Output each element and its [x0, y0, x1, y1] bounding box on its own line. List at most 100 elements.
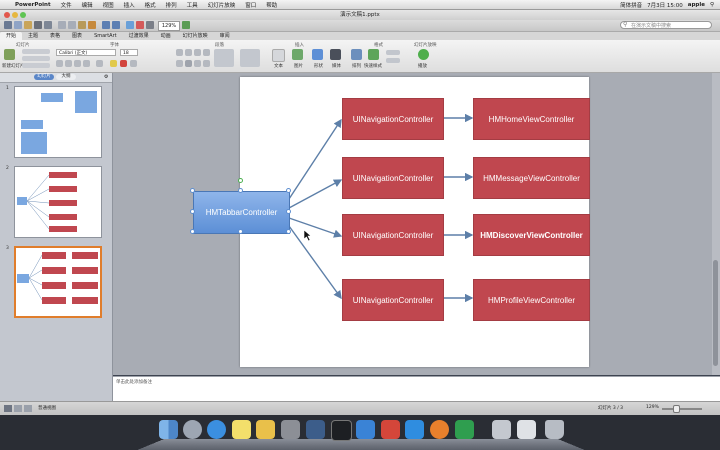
app-store-icon[interactable]: [405, 420, 424, 439]
finder-icon[interactable]: [159, 420, 178, 439]
quick-styles-icon[interactable]: [368, 49, 379, 60]
font-color-icon[interactable]: [120, 60, 127, 67]
section-button[interactable]: [22, 63, 50, 68]
format-painter-icon[interactable]: [88, 21, 96, 29]
menu-arrange[interactable]: 排列: [165, 2, 177, 9]
quicktime-icon[interactable]: [306, 420, 325, 439]
nav-controller-box-2[interactable]: UINavigationController: [342, 157, 444, 199]
cut-icon[interactable]: [58, 21, 66, 29]
reset-button[interactable]: [22, 56, 50, 61]
slideshow-view-icon[interactable]: [24, 405, 32, 412]
zoom-field[interactable]: 129%: [158, 21, 180, 31]
redo-icon[interactable]: [112, 21, 120, 29]
resize-handle[interactable]: [238, 229, 243, 234]
slide-sorter-icon[interactable]: [14, 405, 22, 412]
media-browser-icon[interactable]: [126, 21, 134, 29]
resize-handle[interactable]: [286, 229, 291, 234]
slide-thumbnail-3-selected[interactable]: [14, 246, 102, 318]
rotate-handle[interactable]: [238, 178, 243, 183]
numbering-button[interactable]: [185, 49, 192, 56]
tab-home[interactable]: 开始: [0, 32, 23, 40]
resize-handle[interactable]: [238, 188, 243, 193]
notes-app-icon[interactable]: [256, 420, 275, 439]
text-button[interactable]: 文本: [274, 64, 283, 69]
downloads-stack-icon[interactable]: [492, 420, 511, 439]
tab-slides[interactable]: 幻灯片: [34, 74, 54, 80]
scrollbar-thumb[interactable]: [713, 260, 718, 366]
close-window-icon[interactable]: [4, 12, 10, 18]
xcode-icon[interactable]: [356, 420, 375, 439]
align-center-button[interactable]: [185, 60, 192, 67]
new-slide-icon[interactable]: [4, 49, 15, 60]
menu-window[interactable]: 窗口: [245, 2, 257, 9]
print-icon[interactable]: [44, 21, 52, 29]
layout-button[interactable]: [22, 49, 50, 54]
strikethrough-button[interactable]: [96, 60, 103, 67]
tab-tables[interactable]: 表格: [50, 33, 61, 39]
copy-icon[interactable]: [68, 21, 76, 29]
gallery-icon[interactable]: [146, 21, 154, 29]
vertical-scrollbar[interactable]: [712, 73, 720, 375]
message-controller-box[interactable]: HMMessageViewController: [473, 157, 590, 199]
media-button[interactable]: 媒体: [332, 64, 341, 69]
menu-tools[interactable]: 工具: [186, 2, 198, 9]
text-direction-button[interactable]: [240, 49, 260, 67]
font-name-field[interactable]: Calibri (正文): [56, 49, 116, 56]
slide-thumbnail-2[interactable]: [14, 166, 102, 238]
input-method[interactable]: 简体拼音: [620, 2, 643, 9]
toolbox-icon[interactable]: [136, 21, 144, 29]
nav-controller-box-1[interactable]: UINavigationController: [342, 98, 444, 140]
new-icon[interactable]: [4, 21, 12, 29]
normal-view-icon[interactable]: [4, 405, 12, 412]
clock[interactable]: 7月3日 15:00: [647, 2, 683, 9]
discover-controller-box[interactable]: HMDiscoverViewController: [473, 214, 590, 256]
nav-controller-box-4[interactable]: UINavigationController: [342, 279, 444, 321]
save-icon[interactable]: [34, 21, 42, 29]
system-preferences-icon[interactable]: [281, 420, 300, 439]
excel-icon[interactable]: [455, 420, 474, 439]
picture-button[interactable]: 图片: [294, 64, 303, 69]
shape-fill-button[interactable]: [386, 50, 400, 55]
columns-button[interactable]: [214, 49, 234, 67]
align-left-button[interactable]: [176, 60, 183, 67]
app-menu[interactable]: PowerPoint: [15, 1, 51, 8]
shadow-button[interactable]: [83, 60, 90, 67]
align-right-button[interactable]: [194, 60, 201, 67]
arrange-icon[interactable]: [351, 49, 362, 60]
play-icon[interactable]: [418, 49, 429, 60]
bullets-button[interactable]: [176, 49, 183, 56]
zoom-slider-thumb[interactable]: [673, 405, 680, 413]
powerpoint-icon[interactable]: [381, 420, 400, 439]
paste-icon[interactable]: [78, 21, 86, 29]
menu-format[interactable]: 格式: [144, 2, 156, 9]
slide-thumbnail-1[interactable]: [14, 86, 102, 158]
shape-icon[interactable]: [312, 49, 323, 60]
tab-themes[interactable]: 主题: [28, 33, 39, 39]
menu-edit[interactable]: 编辑: [81, 2, 93, 9]
clear-format-button[interactable]: [130, 60, 137, 67]
user-menu[interactable]: apple: [687, 1, 705, 8]
tab-charts[interactable]: 图表: [72, 33, 83, 39]
increase-indent-button[interactable]: [203, 49, 210, 56]
decrease-indent-button[interactable]: [194, 49, 201, 56]
tab-smartart[interactable]: SmartArt: [94, 33, 117, 39]
resize-handle[interactable]: [286, 188, 291, 193]
firefox-icon[interactable]: [430, 420, 449, 439]
resize-handle[interactable]: [190, 229, 195, 234]
undo-icon[interactable]: [102, 21, 110, 29]
bold-button[interactable]: [56, 60, 63, 67]
justify-button[interactable]: [203, 60, 210, 67]
menu-file[interactable]: 文件: [60, 2, 72, 9]
terminal-icon[interactable]: [331, 420, 352, 441]
navigator-options-icon[interactable]: ⚙: [104, 74, 109, 80]
home-controller-box[interactable]: HMHomeViewController: [473, 98, 590, 140]
italic-button[interactable]: [65, 60, 72, 67]
stickies-icon[interactable]: [232, 420, 251, 439]
notes-pane[interactable]: 单击此处添加备注: [113, 376, 720, 401]
picture-icon[interactable]: [292, 49, 303, 60]
shape-button[interactable]: 形状: [314, 64, 323, 69]
zoom-window-icon[interactable]: [20, 12, 26, 18]
trash-icon[interactable]: [545, 420, 564, 439]
highlight-icon[interactable]: [110, 60, 117, 67]
resize-handle[interactable]: [190, 188, 195, 193]
